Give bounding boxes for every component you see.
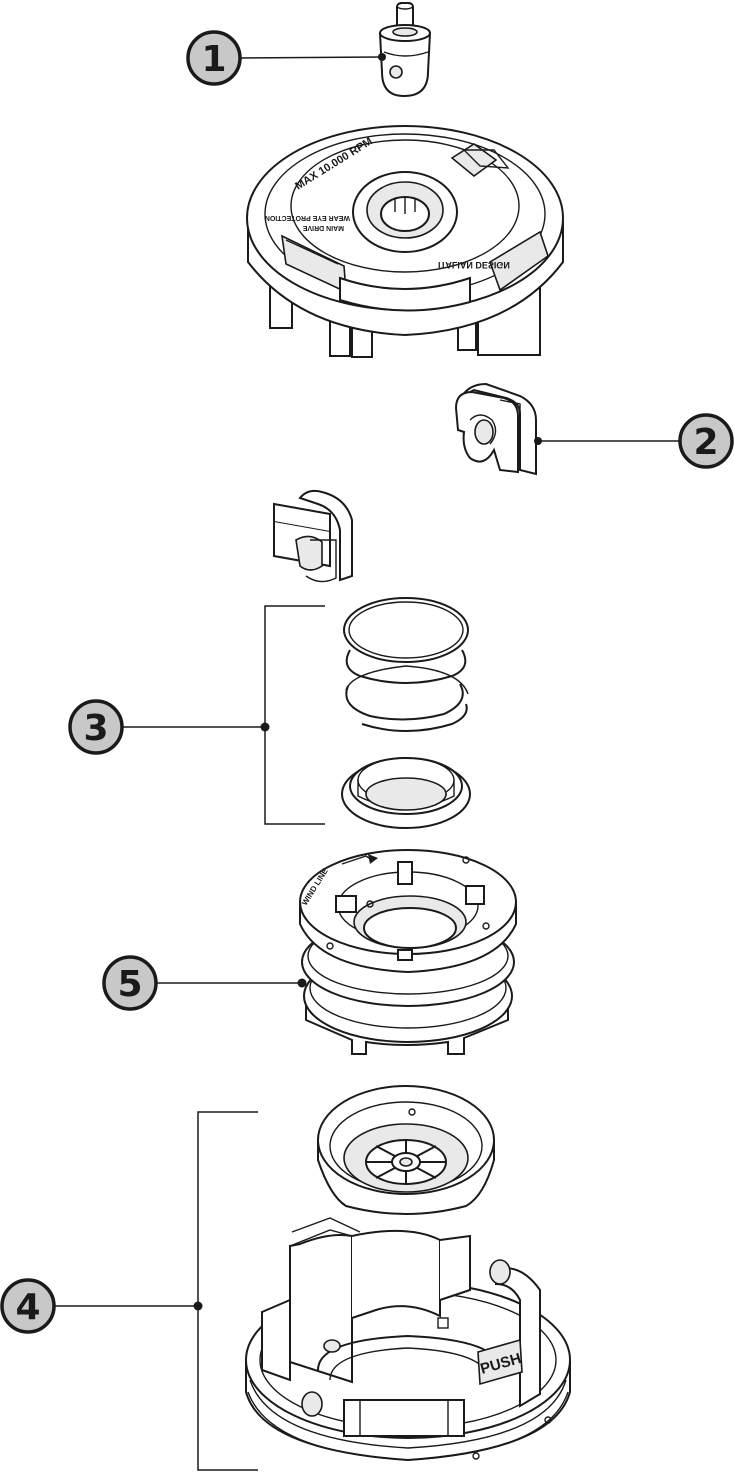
part-5-spool: WIND LINE <box>299 849 517 1055</box>
cover-housing: MAX 10.000 RPM ITALIAN DESIGN WEAR EYE P… <box>246 125 564 358</box>
callout-3: 3 <box>68 699 124 755</box>
callout-2: 2 <box>678 413 734 469</box>
callout-5: 5 <box>102 955 158 1011</box>
leader-lines <box>54 56 680 1311</box>
callout-4-label: 4 <box>15 1287 40 1328</box>
leader-1 <box>239 56 383 59</box>
callout-1-label: 1 <box>201 39 226 80</box>
callout-4: 4 <box>0 1278 56 1334</box>
callout-1: 1 <box>186 30 242 86</box>
callout-5-label: 5 <box>117 964 142 1005</box>
cover-warning-text: WEAR EYE PROTECTION <box>265 214 350 221</box>
callout-3-label: 3 <box>83 708 108 749</box>
part-2-line-clip <box>454 382 537 476</box>
part-4-bottom-assembly: PUSH <box>197 1085 571 1471</box>
part-3-spring-and-cup <box>264 597 471 829</box>
line-clip-left <box>273 489 353 583</box>
cover-design-text: ITALIAN DESIGN <box>438 260 510 270</box>
cover-warning-text-2: MAIN DRIVE <box>302 224 344 231</box>
part-1-eyelet <box>378 2 432 98</box>
callout-2-label: 2 <box>693 422 718 463</box>
